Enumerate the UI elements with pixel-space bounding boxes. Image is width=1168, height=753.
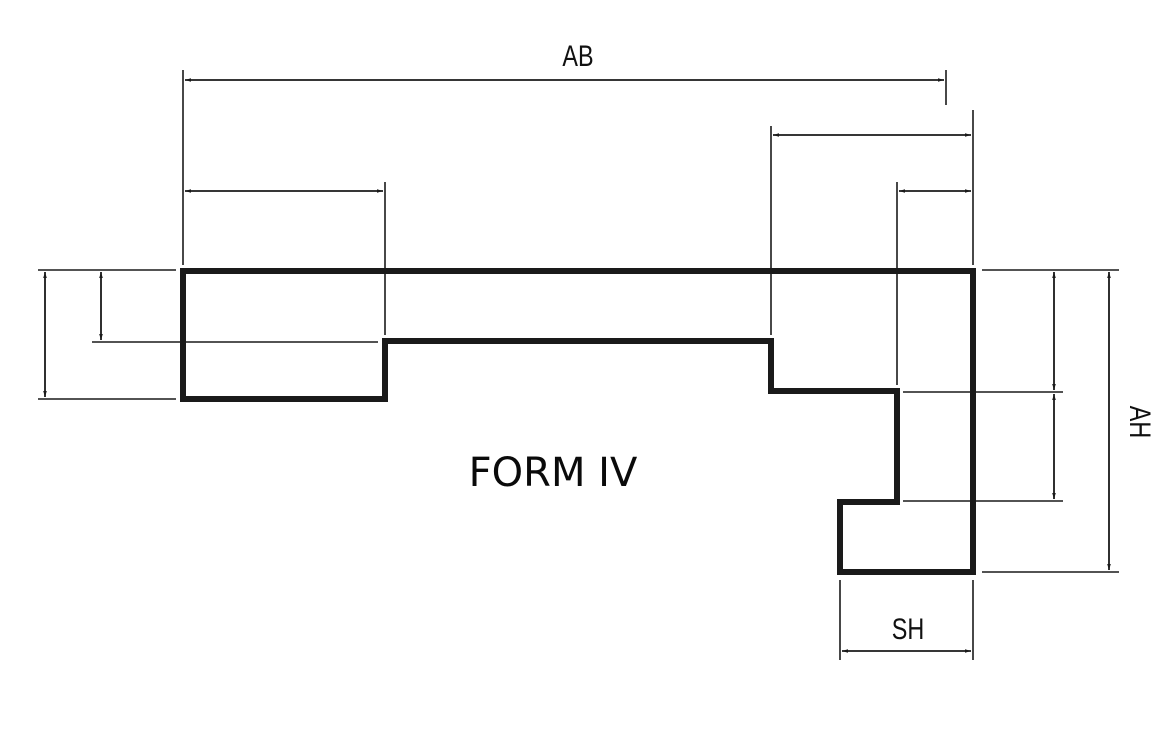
dimension-lines (43, 78, 1111, 653)
form-title: FORM IV (469, 450, 638, 496)
profile-outline (180, 268, 976, 575)
label-ah: AH (1123, 406, 1156, 438)
label-ab: AB (562, 39, 593, 72)
extension-lines (38, 70, 1119, 660)
label-sh: SH (892, 612, 924, 645)
